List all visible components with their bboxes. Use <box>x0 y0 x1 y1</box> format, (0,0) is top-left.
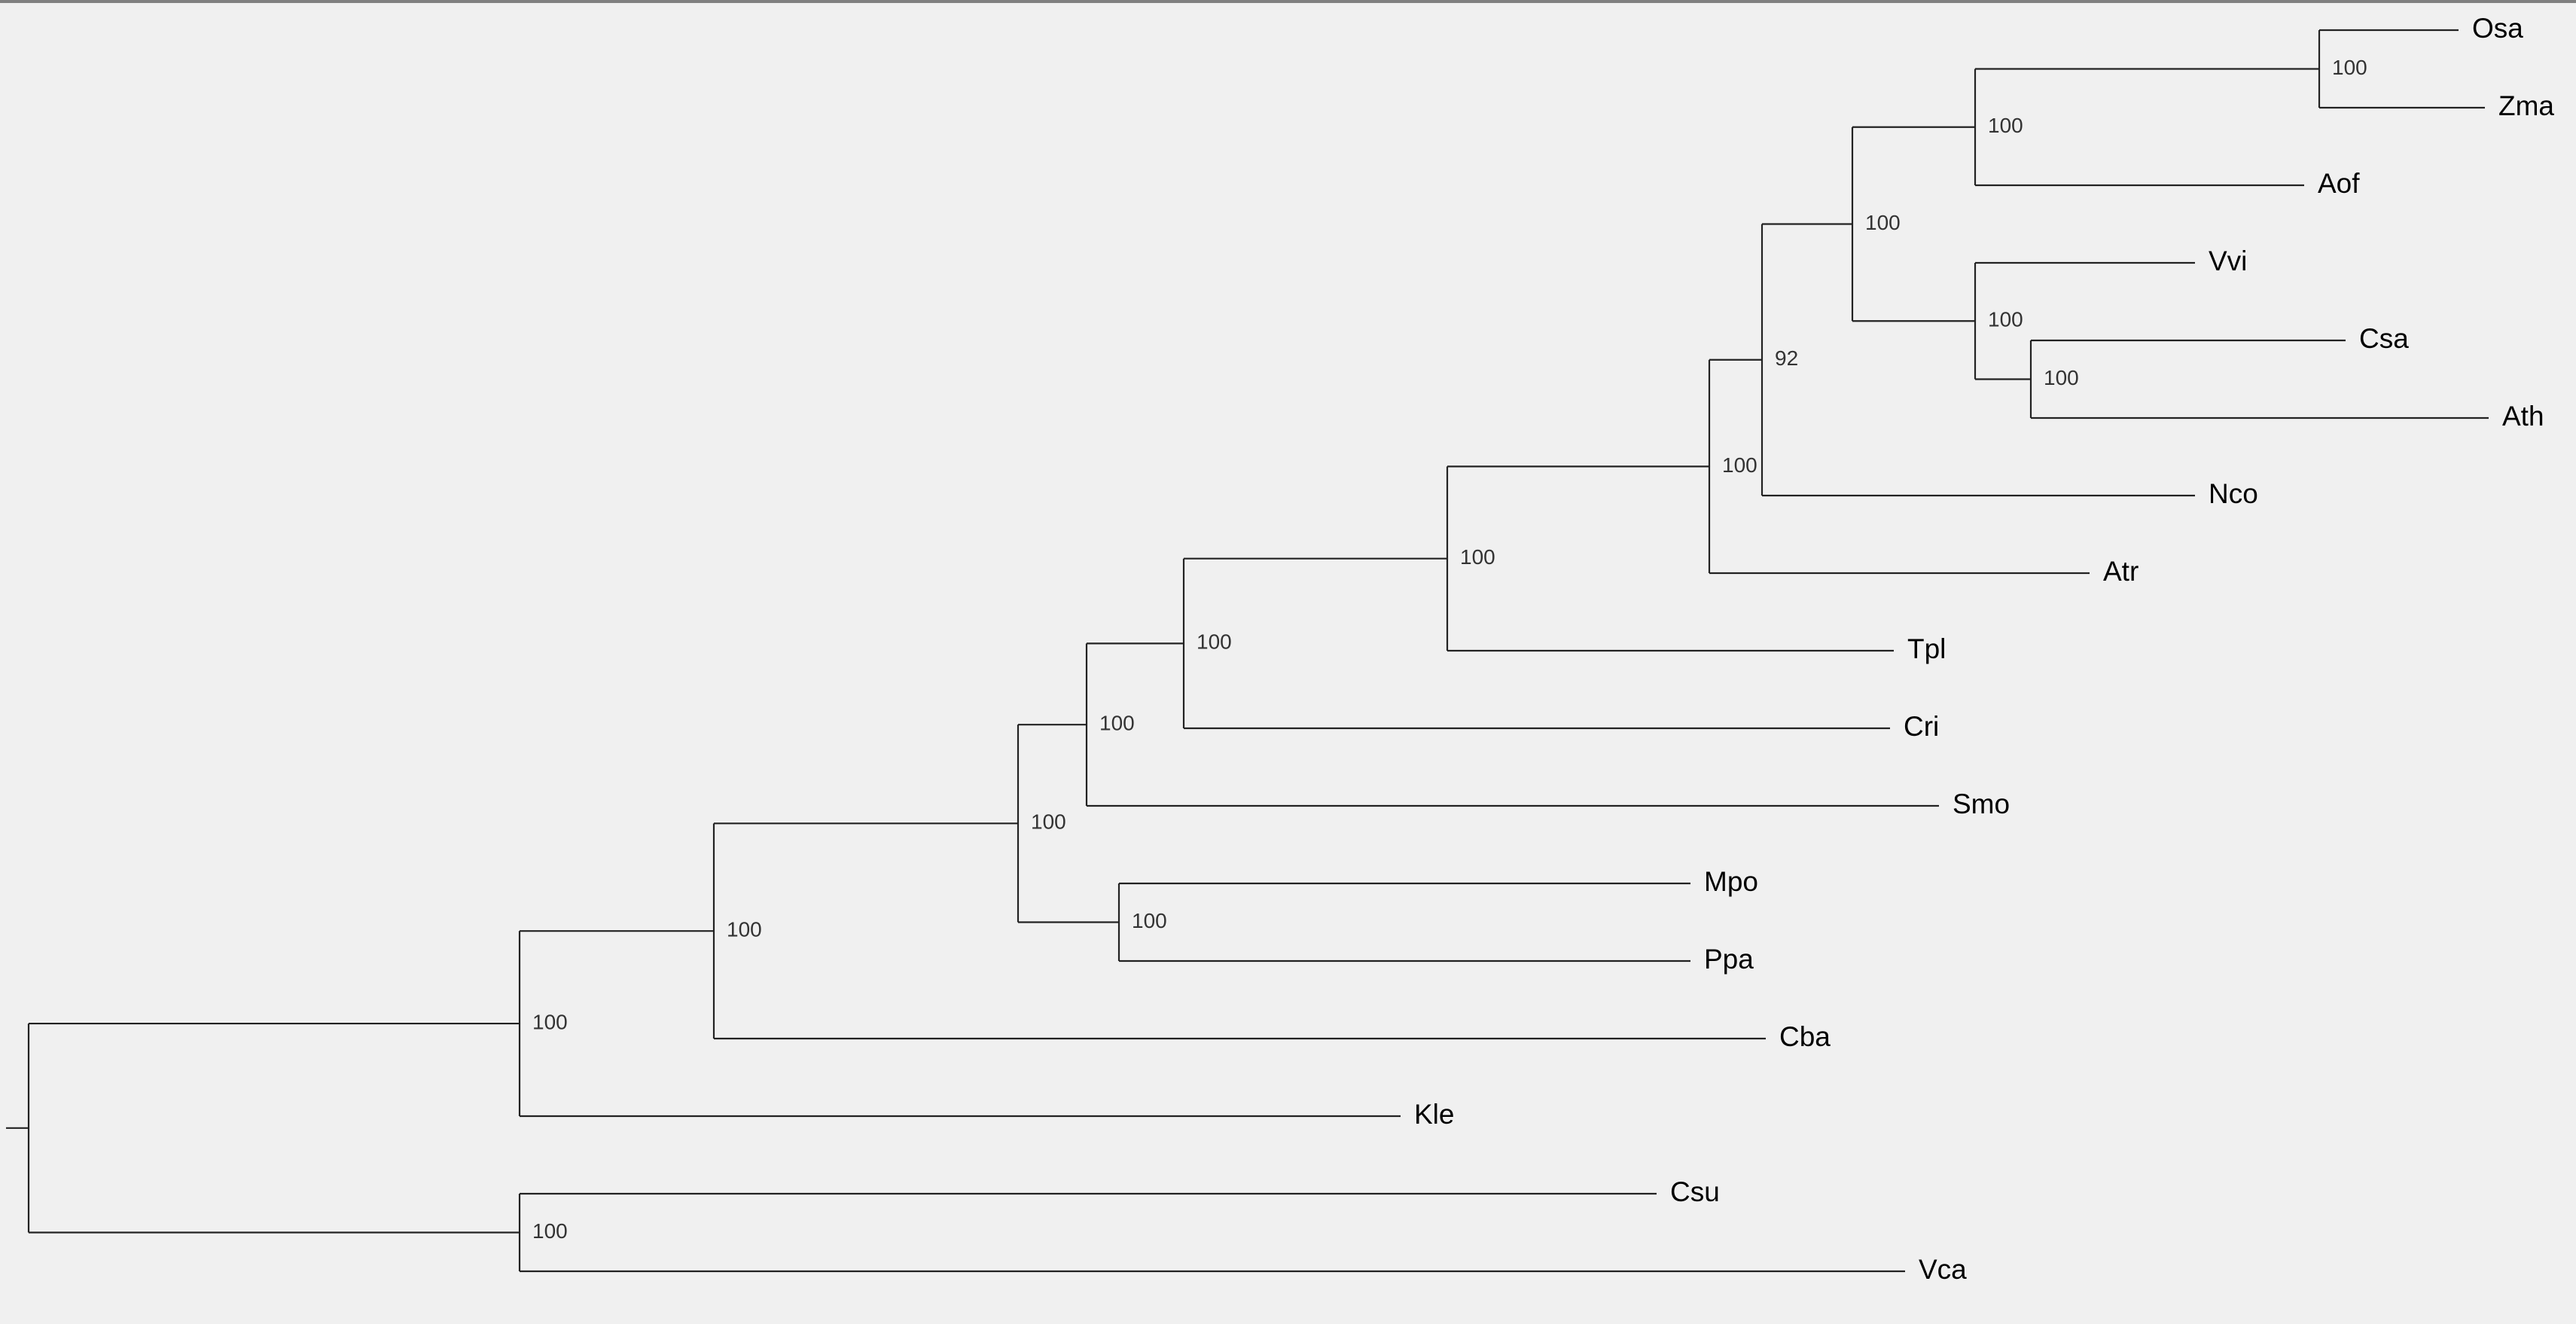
taxon-label-csa: Csa <box>2359 323 2409 354</box>
taxon-label-atr: Atr <box>2103 556 2139 587</box>
taxon-label-osa: Osa <box>2472 13 2523 44</box>
bootstrap-value: 100 <box>1099 712 1135 735</box>
bootstrap-value: 100 <box>2332 56 2367 79</box>
bootstrap-value: 100 <box>1722 453 1757 477</box>
bootstrap-value: 100 <box>2044 366 2079 389</box>
bootstrap-value: 100 <box>1988 114 2023 137</box>
taxon-label-smo: Smo <box>1953 789 2010 819</box>
taxon-label-cri: Cri <box>1904 711 1939 742</box>
taxon-label-aof: Aof <box>2318 168 2360 199</box>
bootstrap-value: 100 <box>1988 308 2023 331</box>
bootstrap-value: 100 <box>1031 810 1066 834</box>
taxon-label-cba: Cba <box>1779 1021 1831 1052</box>
taxon-label-csu: Csu <box>1670 1176 1720 1207</box>
bootstrap-value: 100 <box>532 1219 568 1243</box>
bootstrap-value: 92 <box>1775 346 1798 370</box>
taxon-label-kle: Kle <box>1414 1099 1454 1130</box>
taxon-label-zma: Zma <box>2498 90 2554 121</box>
taxon-label-ppa: Ppa <box>1704 944 1754 975</box>
taxon-label-nco: Nco <box>2209 478 2258 509</box>
window-top-border <box>0 0 2576 3</box>
bootstrap-value: 100 <box>1865 211 1901 234</box>
bootstrap-value: 100 <box>727 918 762 941</box>
bootstrap-value: 100 <box>1460 545 1495 569</box>
bootstrap-value: 100 <box>532 1010 568 1033</box>
taxon-label-vca: Vca <box>1919 1254 1967 1285</box>
taxon-label-tpl: Tpl <box>1907 633 1946 664</box>
bootstrap-value: 100 <box>1197 630 1232 654</box>
taxon-label-mpo: Mpo <box>1704 866 1758 897</box>
taxon-label-ath: Ath <box>2502 401 2544 432</box>
taxon-label-vvi: Vvi <box>2209 246 2247 276</box>
bootstrap-value: 100 <box>1132 909 1167 932</box>
